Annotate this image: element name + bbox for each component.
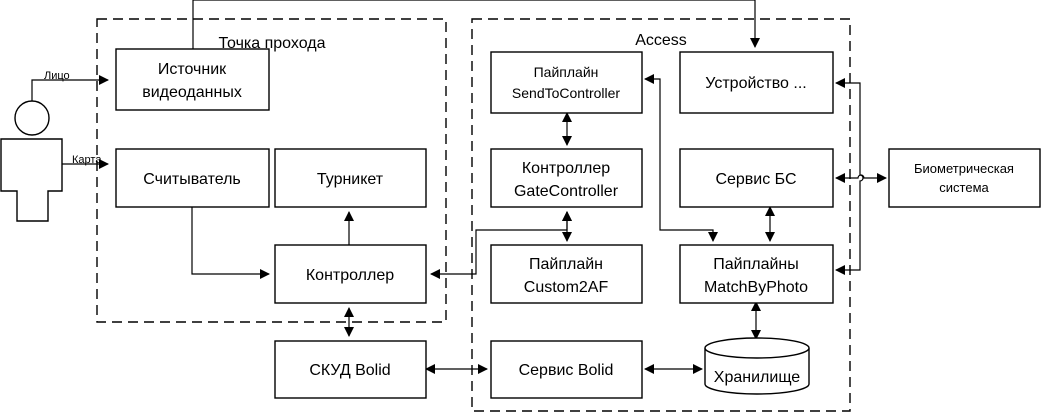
skud-bolid-block [274, 340, 427, 399]
bs-service-biometric-connector [835, 173, 887, 183]
reader-block [115, 148, 270, 208]
pipeline-custom-label-line1: Пайплайн [529, 256, 603, 273]
pipeline-send-block [490, 51, 643, 114]
video-source-block [115, 48, 270, 111]
bs-service-label: Сервис БС [715, 171, 796, 188]
pipelines-match-block [679, 244, 834, 304]
match-to-pipeline-send-connector [644, 74, 718, 242]
face-connector [31, 75, 109, 101]
device-label: Устройство ... [705, 75, 806, 92]
biometric-system-label-line1: Биометрическая [914, 161, 1014, 176]
controller-label: Контроллер [306, 267, 394, 284]
video-source-label-line1: Источник [158, 61, 227, 78]
reader-label: Считыватель [143, 171, 241, 188]
reader-to-controller-connector [191, 207, 270, 279]
pipelines-match-label-line2: MatchByPhoto [704, 279, 808, 296]
gate-controller-label-line1: Контроллер [522, 160, 610, 177]
card-label: Карта [72, 154, 102, 166]
pipelines-match-label-line1: Пайплайны [713, 256, 799, 273]
turnstile-block [274, 148, 427, 208]
access-frame-label: Access [635, 32, 687, 49]
bolid-service-block [490, 340, 643, 399]
biometric-system-block [888, 148, 1041, 208]
video-to-device-connector [192, 0, 760, 49]
passage-point-frame [96, 18, 447, 323]
gate-controller-label-line2: GateController [514, 183, 619, 200]
pipeline-custom-label-line2: Custom2AF [524, 279, 609, 296]
bolid-service-label: Сервис Bolid [519, 362, 614, 379]
device-block [679, 51, 834, 114]
video-source-label-line2: видеоданных [142, 84, 242, 101]
storage-cylinder [704, 337, 810, 395]
face-label: Лицо [44, 70, 70, 82]
biometric-system-label-line2: система [939, 180, 989, 195]
turnstile-label: Турникет [317, 171, 384, 188]
person-icon [0, 100, 63, 222]
pipeline-send-label-line2: SendToController [512, 85, 621, 101]
gate-controller-block [490, 148, 643, 208]
passage-point-frame-label: Точка прохода [219, 35, 326, 52]
bs-service-block [679, 148, 834, 208]
storage-label: Хранилище [714, 369, 801, 386]
pipeline-custom-block [490, 244, 643, 304]
controller-block [274, 244, 427, 304]
skud-bolid-label: СКУД Bolid [309, 362, 390, 379]
pipeline-send-label-line1: Пайплайн [534, 64, 599, 80]
